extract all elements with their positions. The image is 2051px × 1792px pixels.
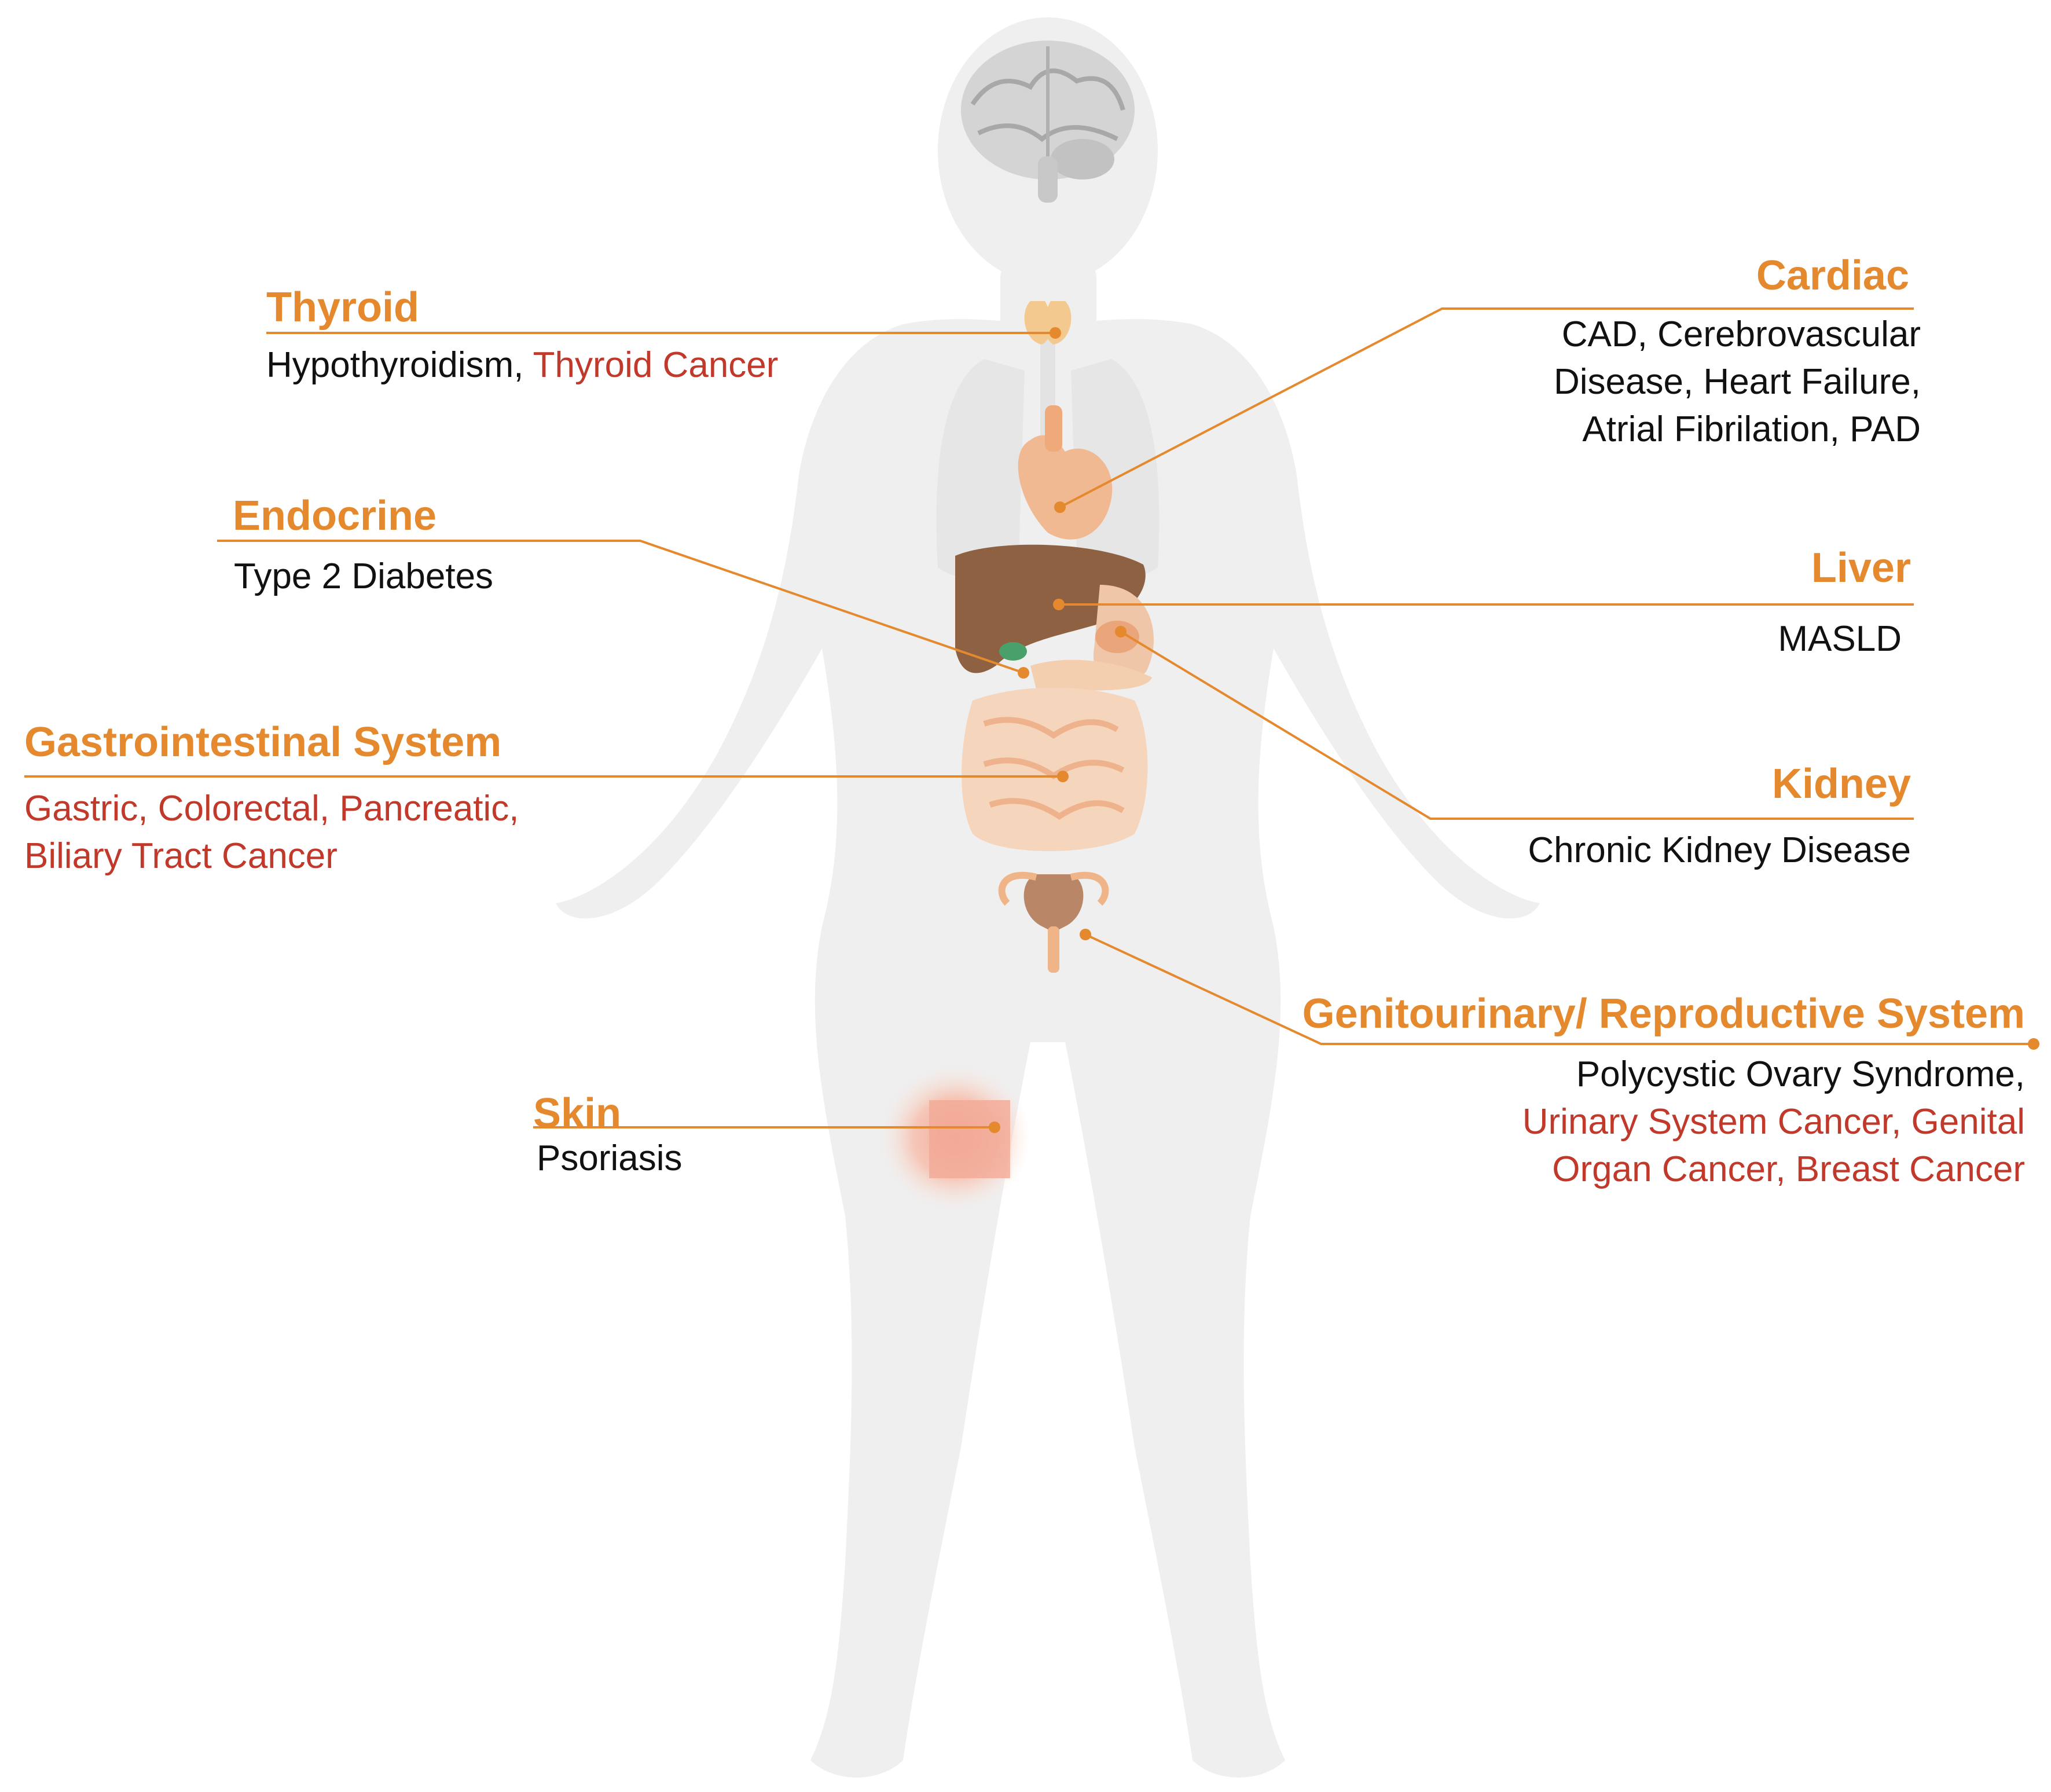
skin-lesion-icon: [880, 1065, 1030, 1210]
thyroid-desc-normal: Hypothyroidism,: [266, 345, 533, 385]
liver-title: Liver: [1811, 545, 1911, 591]
kidney-leader: [1120, 631, 1914, 820]
kidney-title: Kidney: [1771, 761, 1911, 807]
liver-dot: [1053, 599, 1065, 610]
skin-desc: Psoriasis: [537, 1138, 683, 1178]
skin-dot: [989, 1122, 1000, 1133]
leader-lines: [24, 307, 2034, 1128]
intestine-icon: [962, 687, 1148, 851]
leader-dots: [989, 327, 2039, 1133]
pancreas-icon: [1030, 659, 1152, 691]
liver-icon: [955, 544, 1146, 673]
thyroid-desc-cancer: Thyroid Cancer: [533, 345, 779, 385]
kidney-dot: [1115, 626, 1127, 637]
genito-desc-line1: Polycystic Ovary Syndrome,: [1576, 1054, 2025, 1094]
cardiac-desc-line3: Atrial Fibrilation, PAD: [1582, 409, 1921, 449]
endocrine-dot: [1018, 667, 1029, 679]
genito-title: Genitourinary/ Reproductive System: [1302, 991, 2025, 1037]
kidney-desc: Chronic Kidney Disease: [1528, 830, 1911, 870]
skin-title: Skin: [533, 1090, 622, 1137]
genito-leader: [1085, 933, 2034, 1045]
genito-end-dot: [2028, 1038, 2039, 1050]
gi-desc-line2: Biliary Tract Cancer: [24, 836, 337, 876]
liver-desc: MASLD: [1778, 619, 1902, 659]
gi-title: Gastrointestinal System: [24, 719, 502, 765]
gi-dot: [1057, 771, 1069, 782]
endocrine-title: Endocrine: [233, 493, 437, 539]
cardiac-title: Cardiac: [1756, 252, 1909, 299]
brain-icon: [961, 41, 1135, 203]
thyroid-icon: [1024, 301, 1072, 345]
heart-icon: [1018, 405, 1113, 540]
genito-organ-dot: [1080, 929, 1091, 940]
uterus-icon: [998, 871, 1109, 973]
thyroid-title: Thyroid: [266, 284, 419, 331]
endocrine-leader: [217, 540, 1024, 674]
gi-desc-line1: Gastric, Colorectal, Pancreatic,: [24, 789, 519, 829]
genito-desc-line3: Organ Cancer, Breast Cancer: [1552, 1149, 2025, 1189]
endocrine-desc: Type 2 Diabetes: [234, 556, 494, 596]
thyroid-desc: Hypothyroidism, Thyroid Cancer: [266, 342, 778, 389]
thyroid-dot: [1050, 327, 1061, 339]
cardiac-desc-line2: Disease, Heart Failure,: [1553, 362, 1921, 402]
cardiac-dot: [1054, 501, 1066, 513]
genito-desc-line2: Urinary System Cancer, Genital: [1522, 1102, 2025, 1142]
cardiac-desc-line1: CAD, Cerebrovascular: [1561, 314, 1921, 354]
kidney-icon: [1095, 621, 1139, 653]
cardiac-leader: [1059, 307, 1914, 508]
